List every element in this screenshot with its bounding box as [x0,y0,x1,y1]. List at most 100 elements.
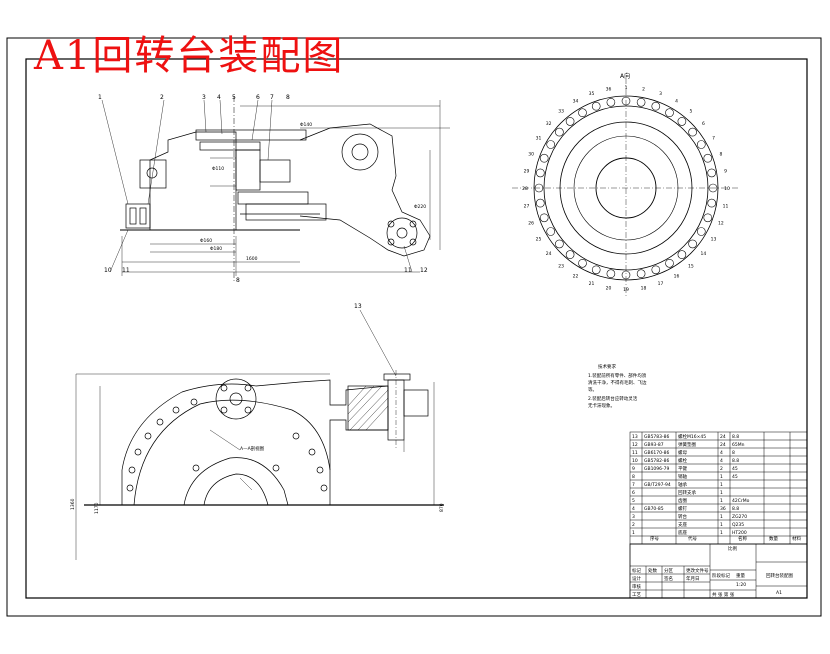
callout-2: 2 [160,94,164,101]
parts-cell: 24 [720,434,726,440]
bolt-label: 21 [589,281,595,287]
parts-cell: 4 [720,450,723,456]
callout-7: 7 [270,94,274,101]
bolt-hole-ring [534,96,718,280]
title-block-date: 年月日 [686,575,700,582]
section-view [75,309,444,560]
dim-phi160: Φ160 [200,238,212,244]
parts-cell: 回转支承 [678,489,696,496]
bolt-label: 30 [528,152,534,158]
bolt-label: 10 [724,186,730,192]
parts-cell: 8.8 [732,458,739,464]
dim-870: 870 [439,503,445,512]
bolt-hole [555,239,564,249]
bolt-label: 22 [573,274,579,280]
parts-cell: 1 [720,522,723,528]
parts-cell: 8.8 [732,506,739,512]
dim-1360: 1360 [70,498,76,510]
bolt-hole [578,108,587,117]
bolt-hole [651,265,661,275]
bolt-hole [606,269,616,279]
parts-cell: 6 [632,490,635,496]
parts-cell: GB1096-79 [644,466,670,472]
title-block-change-doc: 更改文件号 [686,567,709,574]
bolt-hole [546,140,556,149]
bolt-hole [665,258,674,268]
bolt-hole [688,127,697,137]
notes-line-2: 清洗干净，不得有毛刺、飞边 [588,379,647,386]
title-block-signature: 签名 [664,575,673,582]
dim-1600: 1600 [246,256,258,262]
dim-8: 8 [236,277,240,284]
title-block-process: 工艺 [632,592,641,598]
bolt-hole [688,239,697,249]
callout-4: 4 [217,94,221,101]
bolt-label: 27 [524,204,530,210]
bolt-label: 24 [546,251,552,257]
parts-cell: ZG270 [732,514,747,520]
parts-cell: 5 [632,498,635,504]
parts-cell: 65Mn [732,442,745,448]
callout-11a: 11 [122,267,130,274]
bolt-label: 3 [659,91,662,97]
bolt-hole [651,101,661,111]
circle-view [512,78,740,298]
parts-cell: 12 [632,442,638,448]
front-view [101,96,450,282]
bolt-hole [696,140,706,149]
parts-cell: 8 [632,474,635,480]
parts-cell: 8 [732,450,735,456]
parts-cell: 4 [720,458,723,464]
bolt-hole [535,198,545,208]
parts-cell: 齿圈 [678,498,687,504]
bolt-label: 32 [546,121,552,127]
notes-line-5: 无卡滞现象。 [588,402,615,409]
callout-12: 12 [420,267,428,274]
header-code: 代号 [688,535,697,542]
bolt-label: 1 [625,85,628,91]
bolt-label: 14 [701,251,707,257]
bolt-label: 6 [702,121,705,127]
parts-list-table [629,431,808,599]
bolt-hole [535,168,545,178]
bolt-label: 13 [711,237,717,243]
bolt-label: 31 [536,136,542,142]
bolt-label: 17 [658,281,664,287]
bolt-hole [703,213,713,223]
bolt-label: 18 [641,286,647,292]
title-block-scale: 1:20 [736,582,746,588]
callout-3: 3 [202,94,206,101]
parts-cell: GB/T297-94 [644,482,671,488]
bolt-hole [555,127,564,137]
parts-cell: 弹簧垫圈 [678,441,696,448]
bolt-label: 34 [573,99,579,105]
parts-cell: 13 [632,434,638,440]
bolt-label: 19 [623,287,629,293]
bolt-hole [565,117,575,126]
callout-6: 6 [256,94,260,101]
parts-cell: 8.8 [732,434,739,440]
title-block-scale-label: 比例 [728,545,737,552]
parts-cell: GB70-85 [644,506,664,512]
bolt-label: 28 [522,186,528,192]
bolt-label: 23 [558,263,564,269]
bolt-hole [539,153,549,163]
bolt-hole [707,168,717,178]
callout-10: 10 [104,267,112,274]
parts-cell: 42CrMo [732,498,750,504]
parts-cell: 1 [720,474,723,480]
header-name: 名称 [738,535,747,542]
parts-table-header: 序号 代号 名称 数量 材料 [650,535,801,542]
bolt-label: 35 [589,91,595,97]
inner-frame [25,58,808,599]
parts-cell: 24 [720,442,726,448]
bolt-label: 8 [719,152,722,158]
parts-cell: GB5782-86 [644,458,670,464]
bolt-hole [677,117,687,126]
bolt-hole [534,183,544,193]
notes-line-1: 1.装配前所有零件、部件均须 [588,372,647,379]
bolt-label: 26 [528,221,534,227]
parts-cell: 1 [720,490,723,496]
bolt-label: 25 [536,237,542,243]
